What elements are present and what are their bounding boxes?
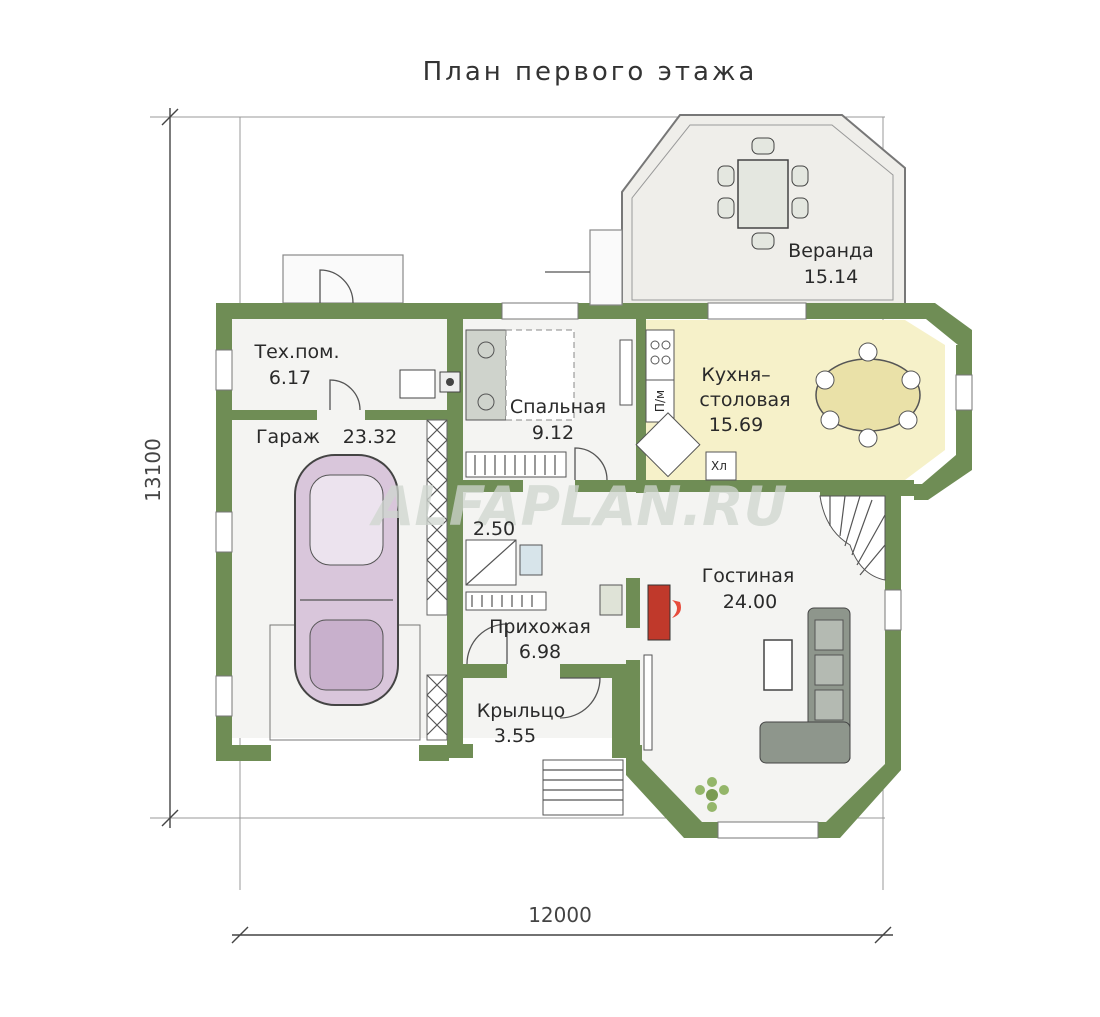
- room-area-tech: 6.17: [269, 367, 311, 389]
- living-shelf: [643, 654, 653, 751]
- plant-icon: [695, 777, 729, 812]
- height-dimension: 13100: [141, 438, 165, 502]
- garage-tech-door: [329, 379, 361, 411]
- watermark: ALFAPLAN.RU: [369, 475, 788, 538]
- staircase-icon: [819, 495, 886, 581]
- room-area-hall: 6.98: [519, 641, 561, 663]
- bedroom-door: [574, 447, 608, 481]
- room-name-kitchen-2: столовая: [699, 389, 790, 411]
- room-area-garage: 23.32: [343, 426, 397, 448]
- room-name-bedroom: Спальная: [510, 396, 606, 418]
- kitchen-counter: [635, 329, 737, 481]
- bedroom-shelf: [619, 339, 633, 406]
- room-area-bedroom: 9.12: [532, 422, 574, 444]
- room-area-bath: 2.50: [473, 518, 515, 540]
- tech-door: [319, 269, 354, 304]
- width-dimension: 12000: [528, 903, 592, 927]
- fireplace-icon: [599, 584, 681, 641]
- bed-icon: [465, 329, 575, 421]
- boiler-icon: [399, 369, 461, 399]
- porch-door: [559, 677, 601, 719]
- room-area-porch: 3.55: [494, 725, 536, 747]
- room-name-tech: Тех.пом.: [254, 341, 340, 363]
- porch-steps: [542, 759, 624, 816]
- room-name-living: Гостиная: [702, 565, 795, 587]
- dishwasher-label: П/м: [653, 390, 667, 412]
- room-name-kitchen: Кухня–: [701, 364, 770, 386]
- fridge-label: Хл: [711, 459, 727, 473]
- coffee-table: [763, 639, 793, 691]
- room-name-porch: Крыльцо: [477, 700, 565, 722]
- walls: [216, 229, 972, 838]
- garage-racks: [269, 419, 448, 741]
- room-name-hall: Прихожая: [489, 616, 591, 638]
- dining-table-icon: [815, 342, 921, 448]
- room-name-garage: Гараж: [256, 426, 320, 448]
- sofa-icon: [759, 607, 851, 764]
- windows: [215, 302, 973, 839]
- plan-title: План первого этажа: [423, 57, 758, 87]
- shower-icon: [465, 539, 543, 586]
- room-labels: Тех.пом. 6.17 Гараж 23.32 Спальная 9.12 …: [254, 240, 874, 747]
- wardrobe: [465, 451, 567, 478]
- hall-wardrobe: [465, 591, 547, 611]
- room-name-veranda: Веранда: [788, 240, 874, 262]
- room-area-kitchen: 15.69: [709, 414, 763, 436]
- room-area-veranda: 15.14: [804, 266, 858, 288]
- car-icon: [294, 454, 399, 706]
- room-area-living: 24.00: [723, 591, 777, 613]
- hall-door: [466, 623, 508, 665]
- veranda-table-icon: [717, 137, 809, 250]
